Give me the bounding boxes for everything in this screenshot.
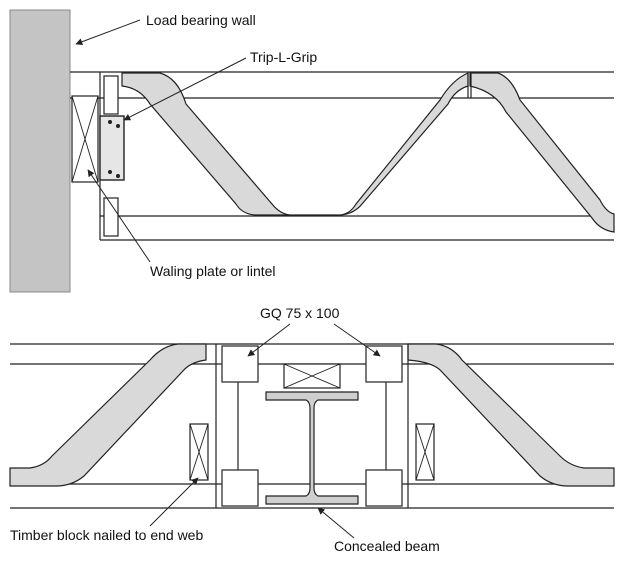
b-web-right [407,343,615,487]
label-waling-plate: Waling plate or lintel [150,263,276,279]
leader-waling [87,169,151,263]
gq-block-bottom-left [221,469,259,507]
top-detail: Load bearing wall Trip-L-Grip Waling pla… [9,9,615,293]
timber-block-left-cross [189,423,209,481]
label-gq: GQ 75 x 100 [260,305,340,321]
b-web-left [9,343,207,487]
leader-wall [75,19,141,46]
nail-dot [116,124,120,128]
timber-block-right-cross [415,423,435,481]
concealed-i-beam [265,391,359,505]
label-timber-block: Timber block nailed to end web [10,527,203,543]
nail-dot [108,120,112,124]
label-trip-l-grip: Trip-L-Grip [250,49,317,65]
waling-plate-cross-2 [71,95,99,183]
web-diagonal-1 [121,72,291,216]
nail-dot [108,170,112,174]
web-diagonal-2 [290,72,469,216]
trip-l-grip-plate [99,115,125,181]
bottom-detail: GQ 75 x 100 Timber block nailed to end w… [9,305,615,554]
top-packer-cross [283,363,341,389]
gq-block-top-left [221,345,259,383]
leader-timber-block [149,477,199,527]
load-bearing-wall [9,9,71,293]
gq-block-bottom-right [365,469,403,507]
leader-gq-left [247,323,291,357]
gq-block-top-right [365,345,403,383]
bottom-small-block [103,197,119,237]
leader-gq-right [333,323,381,357]
leader-concealed-beam [317,507,355,539]
label-load-bearing-wall: Load bearing wall [146,12,256,28]
leader-grip [123,57,247,121]
label-concealed-beam: Concealed beam [334,538,440,554]
web-diagonal-3 [469,72,615,233]
top-small-block [103,75,119,115]
nail-dot [116,174,120,178]
